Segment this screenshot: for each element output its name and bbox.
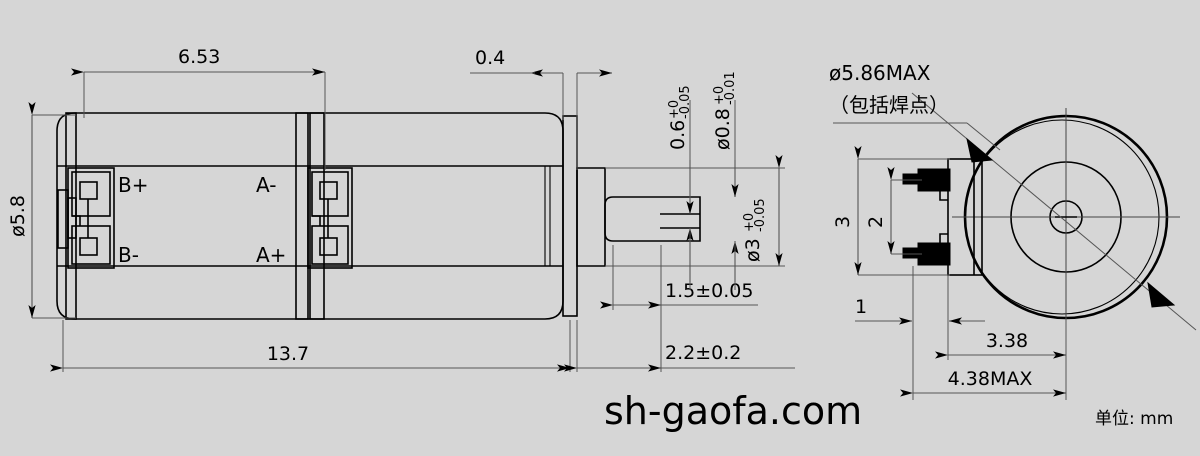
end-view-dimensions: 3 2 1 3.38 4.38MAX [832, 146, 1067, 400]
terminal-label-b-minus: B- [118, 243, 139, 267]
side-view-group: B+ B- A- A+ [56, 112, 701, 320]
dim-text-3: 3 [832, 216, 854, 228]
terminal-block-middle [307, 167, 353, 269]
end-view-solder-pad-lower [917, 242, 951, 266]
left-terminal-link-step [72, 215, 81, 226]
dim-text-2: 2 [865, 216, 887, 228]
tol-group-dia3: ø3 +0 -0.05 [742, 198, 768, 262]
tol-lower-06: -0.05 [678, 85, 693, 119]
dim-text-338: 3.38 [986, 330, 1028, 352]
end-view-callout-line1: ø5.86MAX [829, 61, 931, 85]
tol-base-08: ø0.8 [712, 108, 734, 150]
dim-text-137: 13.7 [267, 343, 309, 365]
end-view-callout-leader [966, 122, 1001, 151]
dim-text-dia-58: ø5.8 [7, 195, 29, 237]
tol-lower-08: -0.01 [723, 71, 738, 105]
tol-lower-dia3: -0.05 [753, 198, 768, 232]
dim-text-22: 2.2±0.2 [665, 342, 741, 364]
end-view-callout-line2: （包括焊点） [829, 93, 949, 117]
tol-base-06: 0.6 [667, 120, 689, 150]
units-note: 单位: mm [1095, 409, 1173, 429]
left-terminal-pad-lower [71, 225, 111, 265]
mid-terminal-housing [307, 167, 353, 269]
end-view-connector-body [947, 158, 983, 276]
terminal-block-left [57, 167, 115, 269]
mid-terminal-link-step [312, 215, 321, 226]
motor-body-outline [56, 112, 564, 320]
terminal-label-a-minus: A- [256, 173, 276, 197]
end-view-lead-lower [902, 247, 919, 259]
terminal-label-a-plus: A+ [256, 243, 286, 267]
tol-upper-dia3: +0 [742, 213, 757, 232]
site-watermark: sh-gaofa.com [604, 389, 862, 433]
mid-terminal-pad-lower [311, 225, 349, 265]
left-terminal-tab-inner [67, 197, 77, 239]
end-view-diagonal-leader [911, 92, 1197, 331]
mid-terminal-pad-upper [311, 171, 349, 217]
tol-base-dia3: ø3 [742, 238, 764, 262]
dim-text-438: 4.38MAX [948, 368, 1033, 390]
dim-text-653: 6.53 [178, 46, 220, 68]
end-view-leader-arrow-lower [1147, 281, 1176, 308]
dim-text-04: 0.4 [475, 47, 505, 69]
dim-text-1: 1 [855, 296, 867, 318]
output-shaft [604, 196, 701, 242]
end-view-lead-upper [902, 173, 919, 185]
left-terminal-pad-upper [71, 171, 111, 217]
end-view-group: ø5.86MAX （包括焊点） [829, 61, 1197, 331]
dim-text-15: 1.5±0.05 [665, 280, 753, 302]
tol-upper-06: +0 [667, 100, 682, 119]
tol-group-06: 0.6 +0 -0.05 [667, 85, 693, 150]
terminal-label-b-plus: B+ [118, 173, 148, 197]
tol-upper-08: +0 [712, 86, 727, 105]
end-view-solder-pad-upper [917, 168, 951, 192]
tol-group-08: ø0.8 +0 -0.01 [712, 71, 738, 150]
side-view-dimensions: 6.53 ø5.8 13.7 0.4 2.2±0.2 [7, 46, 795, 372]
